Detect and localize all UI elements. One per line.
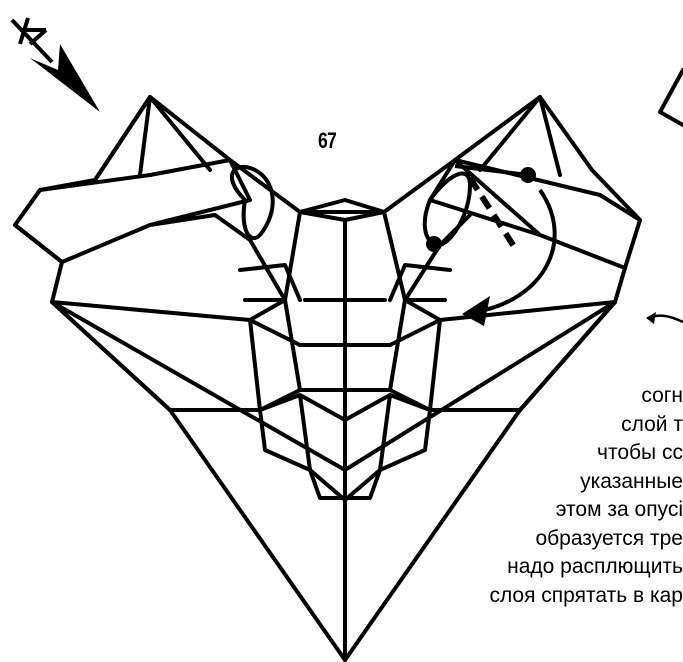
right-cheek [390,215,615,410]
partial-next-diagram [660,70,683,125]
instruction-line: согн [353,382,683,411]
left-ear [15,97,250,262]
right-ear [430,97,640,268]
instruction-line: надо расплющить [353,553,683,582]
fold-point-bottom [426,236,442,252]
instruction-text: согн слой т чтобы сс указанные этом за о… [353,382,683,610]
instruction-line: чтобы сс [353,439,683,468]
small-left-arrow-head [646,312,656,324]
left-cheek [52,215,300,410]
instruction-line: слоя спрятать в кар [353,582,683,611]
push-arrow [12,18,52,62]
instruction-line: этом за опусі [353,496,683,525]
step-number: 67 [318,128,336,154]
instruction-line: указанные [353,468,683,497]
push-arrow-head [30,44,100,112]
fold-arrow-head [462,296,490,326]
instruction-line: слой т [353,411,683,440]
instruction-line: образуется тре [353,525,683,554]
